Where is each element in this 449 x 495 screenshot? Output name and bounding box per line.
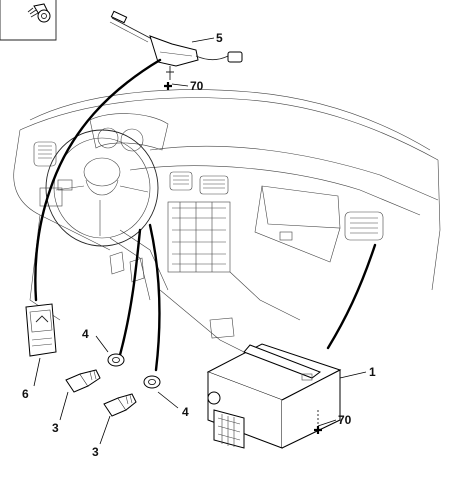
callout-4-lower: 4	[182, 405, 189, 419]
wiring-harness	[34, 58, 377, 372]
control-unit	[206, 343, 342, 449]
sensor-upper	[65, 369, 101, 393]
wiper-switch-stalk	[109, 10, 243, 80]
ground-plus-icon	[314, 426, 322, 434]
callout-5: 5	[216, 31, 223, 45]
switch-plate	[25, 303, 57, 357]
leader-lines	[33, 37, 367, 445]
dashboard-drawing	[13, 89, 441, 361]
grommet-lower	[143, 375, 161, 389]
grommet-upper	[107, 353, 125, 367]
callout-4-upper: 4	[82, 327, 89, 341]
callout-1: 1	[369, 365, 376, 379]
callout-70-bottom: 70	[338, 413, 352, 427]
screw-inset-box	[0, 0, 57, 41]
ground-plus-icon	[164, 82, 172, 90]
screw-icon	[27, 3, 51, 23]
sensor-lower	[103, 393, 137, 417]
callout-3-lower: 3	[92, 445, 99, 459]
callout-6: 6	[22, 387, 29, 401]
callout-3-upper: 3	[52, 421, 59, 435]
callout-70-top: 70	[190, 79, 204, 93]
